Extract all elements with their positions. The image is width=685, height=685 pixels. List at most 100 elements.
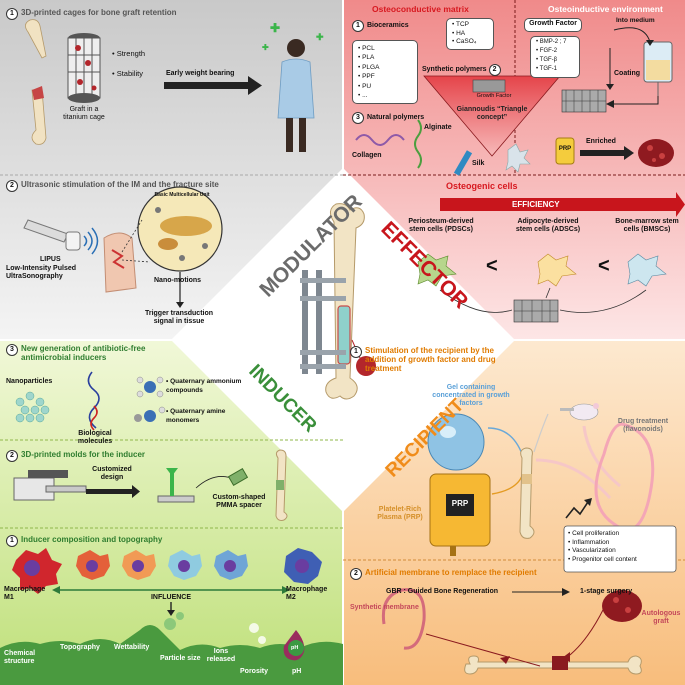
adsc-cell-icon (537, 253, 577, 287)
arrow-shaft (164, 82, 248, 89)
polymers-list: PCL PLA PLGA PPF PU ... (358, 44, 379, 100)
factors-list: BMP-2 ; 7 FGF-2 TGF-β TGF-1 (536, 38, 567, 74)
svg-text:✚: ✚ (262, 43, 269, 52)
leg-icon (103, 232, 137, 293)
ceramics-list: TCP HA CaSO₄ (452, 21, 476, 47)
m1-label: Macrophage M1 (4, 586, 46, 601)
growth-factor-box (524, 18, 582, 32)
prp-tube-label: PRP (558, 146, 572, 152)
ammonium-molecule-icon (134, 376, 166, 422)
trigger-label: Trigger transduction signal in tissue (144, 310, 214, 325)
silk-label: Silk (472, 160, 485, 167)
less-than-1: < (486, 255, 498, 277)
ct-scanner-icon (13, 470, 87, 501)
enriched-graft-icon (638, 139, 674, 167)
ground (0, 625, 343, 685)
factor-topography: Topography (60, 644, 100, 651)
triangle-concept (423, 75, 561, 157)
synthetic-polymers: Synthetic polymers 2 (422, 64, 504, 76)
osteogenic-title: Osteogenic cells (446, 181, 518, 191)
titanium-cage-icon (67, 33, 101, 103)
bone-fragment-icon (25, 19, 47, 59)
svg-text:✚: ✚ (316, 32, 324, 42)
coating-label: Coating (614, 70, 641, 77)
factor-chemical: Chemical structure (4, 650, 36, 665)
silk-icon (453, 150, 473, 176)
pdsc-label: Periosteum-derived stem cells (PDSCs) (408, 218, 474, 233)
central-bone-fixator-icon (300, 203, 376, 400)
bmu-magnified-icon (137, 186, 223, 272)
cell-icon (505, 143, 531, 173)
prp-tube-icon (555, 137, 575, 165)
drug-label: Drug treatment (flavonoids) (617, 418, 669, 433)
prp-bag-icon (429, 473, 491, 556)
factor-ions: Ions released (206, 648, 236, 663)
weight-bearing-label: Early weight bearing (166, 70, 235, 77)
factor-ph: pH (292, 668, 302, 675)
macrophage-m2-icon (284, 548, 322, 584)
adsc-label: Adipocyte-derived stem cells (ADSCs) (515, 218, 581, 233)
3d-printer-icon (157, 468, 195, 503)
qam-label: Quaternary amine monomers (166, 408, 246, 425)
recipient-bone-icon (519, 447, 535, 539)
gbr-label: GBR : Guided Bone Regeneration (386, 588, 499, 595)
nanoparticles-label: Nanoparticles (6, 378, 53, 385)
environment-title: Osteoinductive environment (548, 4, 663, 14)
lipus-full: Low-Intensity Pulsed UltraSonography (6, 265, 77, 280)
spacer-label: Custom-shaped PMMA spacer (212, 494, 266, 509)
nano-motions: Nano-motions (154, 277, 202, 284)
macrophage-gradient-icons (76, 550, 248, 580)
collagen-label: Collagen (352, 152, 382, 159)
collagen-icon (355, 134, 405, 146)
enriched-label: Enriched (586, 138, 616, 145)
synthetic-membrane-label: Synthetic membrane (350, 604, 419, 611)
factor-porosity: Porosity (240, 668, 269, 675)
scaffold-cells-icon (513, 299, 559, 323)
autologous-label: Autologous graft (641, 610, 681, 625)
lipus-abbr: LIPUS (40, 256, 61, 263)
gel-icon (427, 413, 485, 471)
influence-label: INFLUENCE (150, 594, 192, 601)
prp-full-label: Platelet-Rich Plasma (PRP) (377, 506, 423, 521)
mouse-icon (560, 403, 599, 421)
autologous-graft-icon (602, 590, 642, 622)
ph-badge: pH (291, 645, 299, 651)
ph-drop-icon (283, 630, 305, 661)
factor-wettability: Wettability (114, 644, 150, 651)
synthetic-membrane-icon (381, 588, 426, 650)
qac-label: Quaternary ammonium compounds (166, 378, 246, 395)
prp-bag-label: PRP (451, 499, 469, 508)
growth-factor-label: Growth Factor (529, 20, 577, 27)
bmsc-cell-icon (627, 253, 667, 287)
one-stage-label: 1-stage surgery (580, 588, 633, 595)
pdsc-cell-icon (417, 253, 457, 287)
effects-list: Cell proliferation Inflammation Vascular… (568, 530, 637, 564)
trend-arrow-icon (565, 501, 589, 519)
macrophage-m1-icon (12, 548, 62, 594)
bmu-label: Basic Multicellular Unit (154, 192, 210, 198)
svg-text:✚: ✚ (270, 21, 280, 35)
less-than-2: < (598, 255, 610, 277)
ultrasound-probe-icon (23, 219, 99, 255)
membrane-ring-icon (594, 422, 655, 532)
bone-lower-icon (31, 89, 47, 145)
gel-label: Gel containing concentrated in growth fa… (432, 384, 510, 407)
into-medium-label: Into medium (616, 17, 655, 24)
bmsc-label: Bone-marrow stem cells (BMSCs) (615, 218, 679, 233)
alginate-icon (414, 119, 422, 169)
patient-icon: ✚ ✚ ✚ (262, 21, 324, 152)
matrix-title: Osteoconductive matrix (372, 4, 469, 14)
scaffold-icon (472, 79, 506, 93)
modulator-s1-bullets: Strength Stability (112, 44, 145, 84)
biomolecules-label: Biological molecules (77, 430, 113, 445)
pmma-spacer-icon (227, 467, 249, 487)
